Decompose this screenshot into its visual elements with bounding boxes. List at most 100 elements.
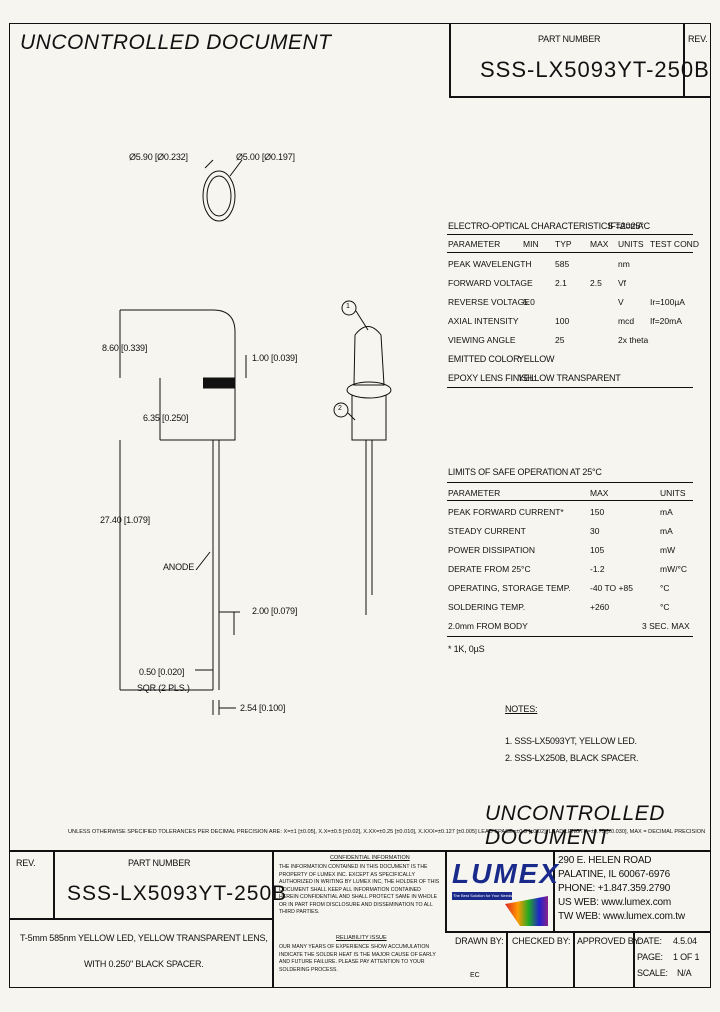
epoxy-lens-label: EPOXY LENS FINISH: [448,373,536,383]
eo-cell: If=20mA [650,316,682,326]
tolerance-note: UNLESS OTHERWISE SPECIFIED TOLERANCES PE… [68,829,706,835]
eo-header-0: PARAMETER [448,239,501,249]
us-web: US WEB: www.lumex.com [558,897,672,908]
safe-header-1: MAX [590,488,609,498]
part-number-bottom: SSS-LX5093YT-250B [67,882,288,905]
rev-divider [683,23,685,97]
callout-2-circle [333,402,349,418]
safe-cell: DERATE FROM 25°C [448,564,531,574]
drawing-sheet [9,23,711,988]
uncontrolled-stamp-bottom: UNCONTROLLED DOCUMENT [485,802,665,849]
eo-header-5: TEST COND [650,239,699,249]
safe-cell: +260 [590,602,610,612]
safe-title: LIMITS OF SAFE OPERATION AT 25°C [448,467,602,477]
description-line-1: T-5mm 585nm YELLOW LED, YELLOW TRANSPARE… [20,933,268,943]
confidential-title: CONFIDENTIAL INFORMATION [330,855,410,861]
safe-cell: 150 [590,507,605,517]
lumex-logo-graphic [452,892,548,926]
safe-cell: -40 TO +85 [590,583,633,593]
flange-fill [203,378,235,388]
dim-200: 2.00 [0.079] [252,606,298,616]
description-line-2: WITH 0.250" BLACK SPACER. [84,959,204,969]
rev-label-top: REV. [688,34,708,44]
uncontrolled-stamp-top: UNCONTROLLED DOCUMENT [20,31,332,54]
dim-590: Ø5.90 [Ø0.232] [129,152,188,162]
safe-cell: STEADY CURRENT [448,526,526,536]
dim-leader-500 [229,159,243,177]
eo-cell: 25 [555,335,565,345]
callout-1-text: 1 [346,303,350,310]
emitted-color-value: YELLOW [518,354,555,364]
callout-1-circle [341,300,357,316]
page-label: PAGE: [637,952,663,962]
phone: PHONE: +1.847.359.2790 [558,883,671,894]
eo-cell: 100 [555,316,570,326]
iso-spacer [351,395,387,441]
logo-tagline: The Best Solution for Your Needs [453,893,513,898]
notes-title: NOTES: [505,704,538,714]
safe-cell: °C [660,583,670,593]
eo-cell: 5.0 [523,297,535,307]
safe-cell: 30 [590,526,600,536]
reliability-title: RELIABILITY ISSUE [336,935,387,941]
safe-footnote: * 1K, 0µS [448,644,485,654]
safe-cell: 105 [590,545,605,555]
part-number-label: PART NUMBER [538,34,601,44]
sqr-label: SQR (2 PLS.) [137,683,190,693]
eo-cell: VIEWING ANGLE [448,335,516,345]
page-value: 1 OF 1 [673,952,700,962]
top-view-inner-circle [206,175,232,217]
dim-635: 6.35 [0.250] [143,413,189,423]
safe-cell: SOLDERING TEMP. [448,602,526,612]
rev-label-bottom: REV. [16,858,36,868]
logo-text: LUMEX [452,858,560,889]
eo-cell: AXIAL INTENSITY [448,316,519,326]
eo-title: ELECTRO-OPTICAL CHARACTERISTICS TA=25°C [448,221,650,231]
eo-cell: V [618,297,624,307]
eo-header-1: MIN [523,239,539,249]
eo-cell: 2.5 [590,278,602,288]
eo-cell: mcd [618,316,635,326]
led-body-outline [203,309,236,441]
eo-condition: IF=20mA [608,221,644,231]
callout-2-text: 2 [338,405,342,412]
dim-860: 8.60 [0.339] [102,343,148,353]
anode-leader [195,551,211,571]
date-value: 4.5.04 [673,936,697,946]
part-number-label-bottom: PART NUMBER [128,858,191,868]
safe-cell: OPERATING, STORAGE TEMP. [448,583,571,593]
dim-254: 2.54 [0.100] [240,703,286,713]
safe-cell: PEAK FORWARD CURRENT* [448,507,564,517]
safe-header-2: UNITS [660,488,686,498]
header-divider [449,23,451,97]
drawn-by-label: DRAWN BY: [455,936,504,946]
dim-050: 0.50 [0.020] [139,667,185,677]
dim-500: Ø5.00 [Ø0.197] [236,152,295,162]
eo-cell: FORWARD VOLTAGE [448,278,533,288]
eo-cell: Ir=100µA [650,297,685,307]
epoxy-lens-value: YELLOW TRANSPARENT [518,373,621,383]
address-line-1: 290 E. HELEN ROAD [558,855,652,866]
note-2: 2. SSS-LX250B, BLACK SPACER. [505,753,639,763]
safe-cell: mA [660,507,673,517]
rainbow-prism [505,896,548,926]
reliability-text: OUR MANY YEARS OF EXPERIENCE SHOW ACCUMU… [279,944,436,973]
eo-header-3: MAX [590,239,609,249]
eo-cell: REVERSE VOLTAGE [448,297,530,307]
scale-value: N/A [677,968,692,978]
lumex-logo: LUMEX The Best Solution for Your Needs [450,856,558,926]
safe-cell: mW/°C [660,564,688,574]
safe-cell: mW [660,545,676,555]
eo-header-4: UNITS [618,239,644,249]
iso-led-flange [346,381,392,399]
iso-led-lens [353,326,385,386]
logo-tag-bar [452,892,512,900]
confidential-text: THE INFORMATION CONTAINED IN THIS DOCUME… [279,864,440,916]
safe-cell: -1.2 [590,564,605,574]
date-label: DATE: [637,936,662,946]
scale-label: SCALE: [637,968,668,978]
safe-cell: mA [660,526,673,536]
tw-web: TW WEB: www.lumex.com.tw [558,911,685,922]
dim-2740: 27.40 [1.079] [100,515,150,525]
